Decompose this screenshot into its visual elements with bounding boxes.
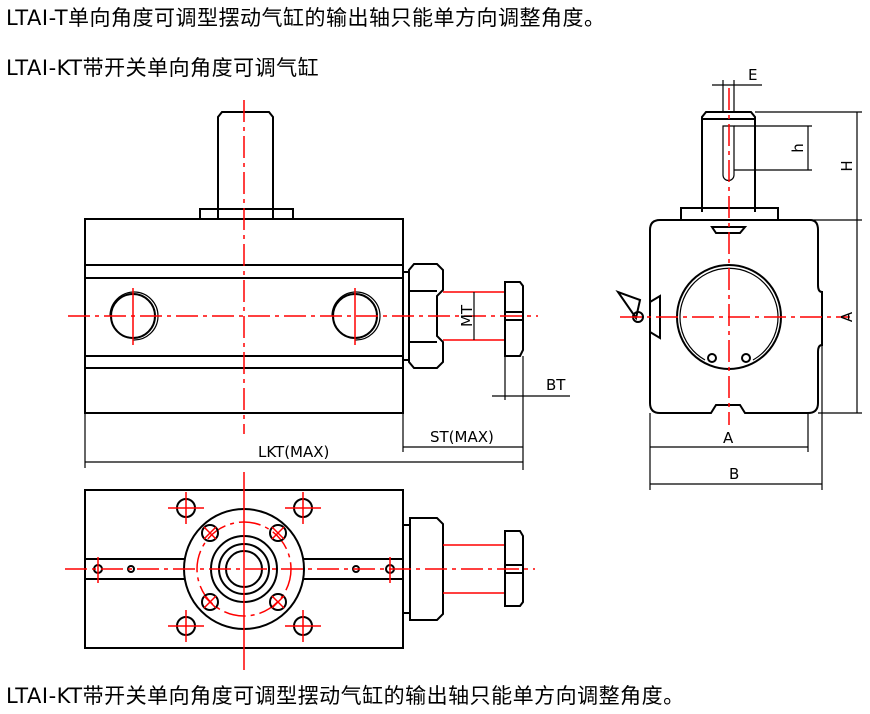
sensor-switch — [615, 289, 661, 340]
caption-ltai-kt-title: LTAI-KT带开关单向角度可调气缸 — [6, 56, 320, 80]
dim-a-horizontal-label: A — [723, 429, 734, 447]
front-view: MT BT ST(MAX) LKT(MAX) — [68, 100, 570, 470]
dim-mt-label: MT — [458, 304, 476, 327]
dim-e-label: E — [748, 66, 757, 84]
dim-lkt-label: LKT(MAX) — [258, 443, 329, 461]
dim-bt-label: BT — [546, 376, 566, 394]
stop-head-bottom — [504, 530, 524, 607]
side-view: E h H A A B — [615, 66, 862, 490]
output-shaft — [217, 111, 274, 218]
dim-h-small-label: h — [789, 143, 807, 153]
dim-b-label: B — [729, 465, 739, 483]
body-side — [649, 219, 823, 414]
dim-h-large-label: H — [838, 160, 856, 171]
dim-a-vertical-label: A — [838, 311, 856, 322]
shaft-base-plate — [199, 208, 294, 220]
dim-st-label: ST(MAX) — [430, 428, 494, 446]
adjust-nut-bottom — [409, 517, 444, 621]
caption-ltai-t: LTAI-T单向角度可调型摆动气缸的输出轴只能单方向调整角度。 — [6, 6, 606, 30]
mount-holes — [168, 492, 321, 642]
caption-ltai-kt: LTAI-KT带开关单向角度可调型摆动气缸的输出轴只能单方向调整角度。 — [6, 684, 685, 708]
bottom-view — [65, 472, 535, 670]
adjust-nut — [408, 263, 444, 369]
